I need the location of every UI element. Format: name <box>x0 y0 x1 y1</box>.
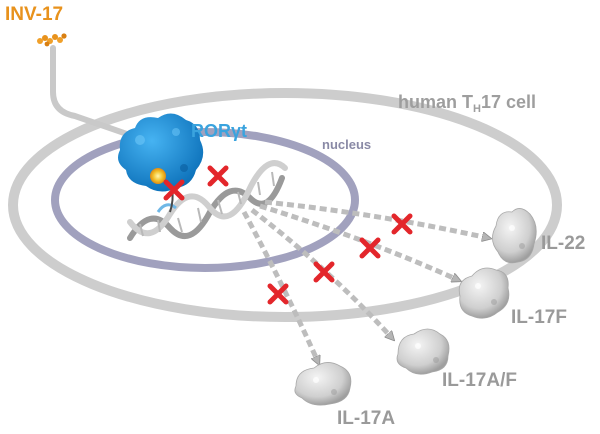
inhibition-x-mark <box>313 261 335 283</box>
nucleus-membrane <box>51 128 359 272</box>
cell-membrane <box>8 88 562 322</box>
cytokine-label-il17af: IL-17A/F <box>442 370 517 391</box>
cell-label-prefix: human T <box>398 92 473 112</box>
arrow-to-il17a <box>241 210 318 362</box>
drug-label: INV-17 <box>5 4 64 25</box>
cell-label-suffix: 17 cell <box>480 92 536 112</box>
inv17-molecule <box>37 33 67 47</box>
inhibition-x-mark <box>267 283 289 305</box>
inhibition-x-mark <box>163 179 185 201</box>
drug-entry-arrow <box>50 45 153 145</box>
il17a-protein <box>294 362 352 406</box>
il17f-protein <box>458 267 510 319</box>
inhibition-x-mark <box>391 213 413 235</box>
cytokine-label-il22: IL-22 <box>541 233 586 254</box>
cell-label-subscript: H <box>473 103 481 115</box>
ror-gamma-t-protein <box>118 113 204 192</box>
arrow-to-il22 <box>264 199 488 238</box>
cytokine-label-il17a: IL-17A <box>337 408 396 429</box>
cell-label: human TH17 cell <box>398 92 536 115</box>
receptor-label: RORγt <box>191 121 248 141</box>
inhibition-x-mark <box>359 237 381 259</box>
inhibition-x-mark <box>207 165 229 187</box>
dna-helix <box>127 160 288 241</box>
nucleus-label: nucleus <box>322 137 372 152</box>
ligand-binding-site <box>150 168 166 184</box>
arrow-to-il17af <box>250 208 392 338</box>
expression-arrows <box>241 199 488 362</box>
il17af-protein <box>396 328 450 375</box>
cytokine-label-il17f: IL-17F <box>511 307 567 328</box>
il22-protein <box>492 208 537 264</box>
